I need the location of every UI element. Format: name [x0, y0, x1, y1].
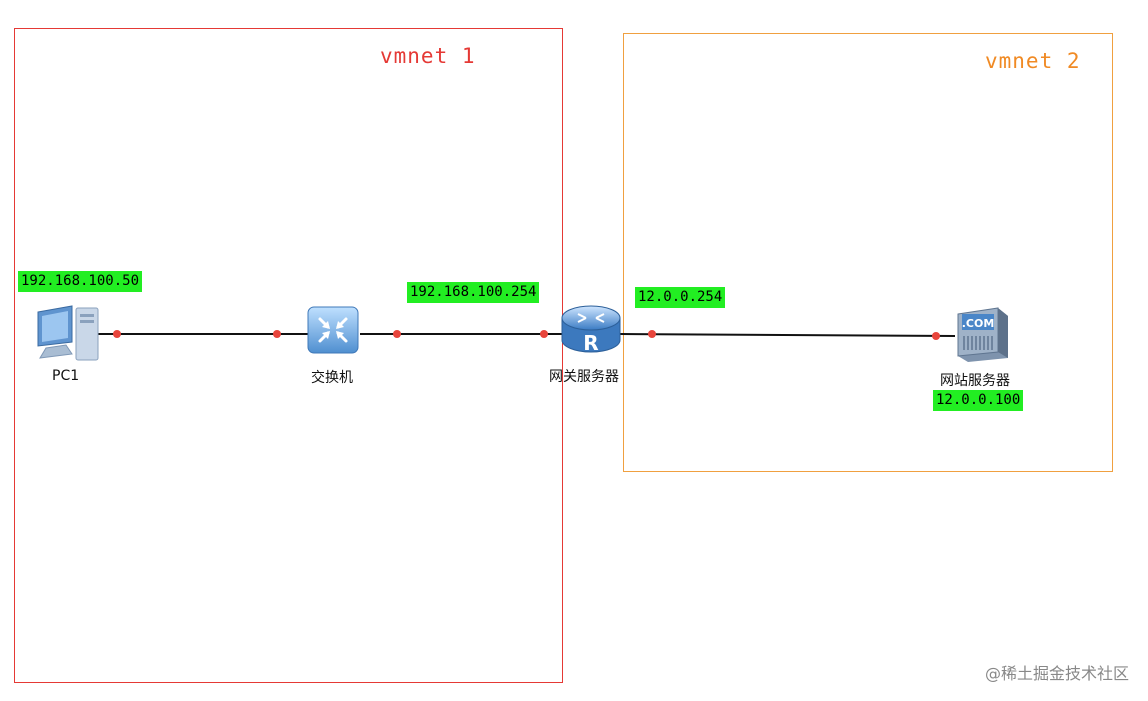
vmnet-1-zone [14, 28, 563, 683]
gateway-lan-ip-label: 192.168.100.254 [407, 282, 540, 303]
pc1-ip-label: 192.168.100.50 [18, 271, 143, 292]
web-server-icon[interactable]: .COM [952, 304, 1010, 369]
switch-label: 交换机 [311, 370, 353, 386]
router-letter: R [583, 331, 598, 355]
link-gateway-web [619, 333, 956, 337]
switch-icon[interactable] [306, 305, 362, 362]
port-dot-pc1 [113, 330, 121, 338]
port-dot-web [932, 332, 940, 340]
server-com-text: .COM [962, 317, 995, 330]
router-icon[interactable]: R [560, 300, 622, 363]
gateway-wan-ip-label: 12.0.0.254 [635, 287, 726, 308]
desktop-pc-icon[interactable] [32, 304, 102, 369]
gateway-label: 网关服务器 [549, 369, 619, 385]
vmnet-2-zone [623, 33, 1113, 472]
vmnet-1-title: vmnet 1 [380, 44, 476, 68]
vmnet-2-title: vmnet 2 [985, 49, 1081, 73]
pc1-label: PC1 [52, 368, 80, 384]
watermark: @稀土掘金技术社区 [984, 664, 1129, 683]
port-dot-switch-right [393, 330, 401, 338]
web-server-label: 网站服务器 [940, 373, 1010, 389]
port-dot-switch-left [273, 330, 281, 338]
port-dot-gateway-right [648, 330, 656, 338]
web-server-ip-label: 12.0.0.100 [933, 390, 1024, 411]
port-dot-gateway-left [540, 330, 548, 338]
